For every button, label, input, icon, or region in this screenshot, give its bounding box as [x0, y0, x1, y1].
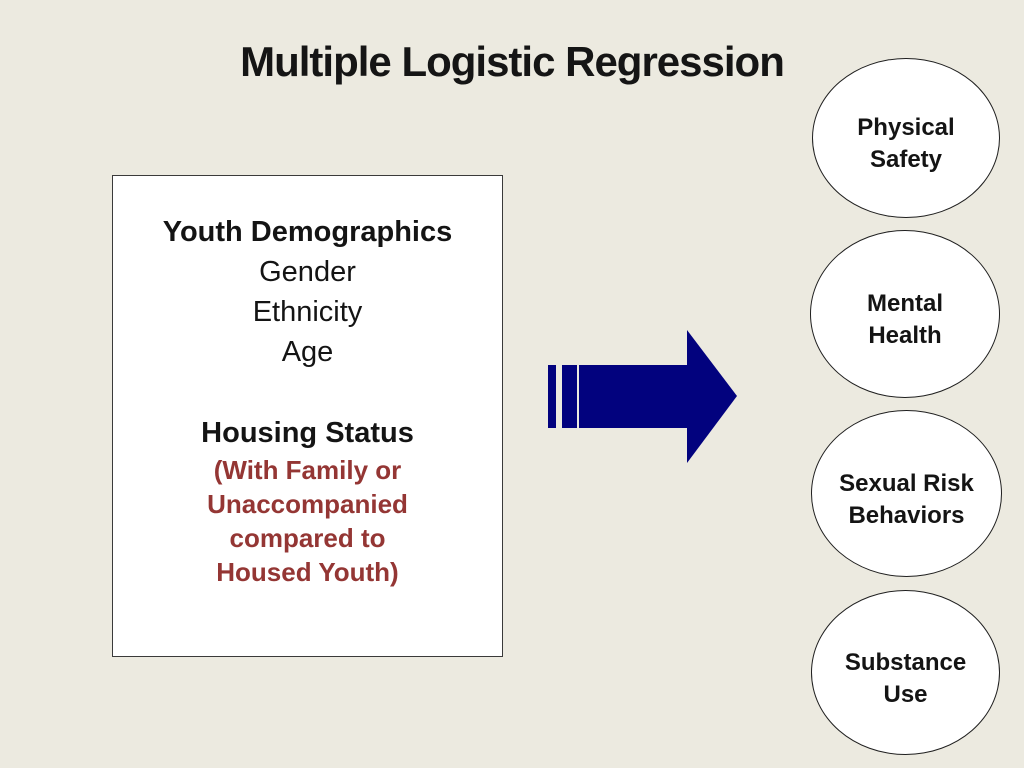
housing-note-line: (With Family or — [213, 455, 402, 485]
housing-note-line: compared to — [229, 523, 386, 553]
outcome-label-line: Physical — [857, 114, 955, 141]
demographic-item-age: Age — [281, 336, 334, 368]
demographics-heading: Youth Demographics — [162, 216, 453, 248]
outcome-label-line: Mental — [866, 290, 943, 317]
demographic-item-gender: Gender — [259, 256, 356, 288]
outcome-circle-mental-health: Mental Health — [810, 230, 1000, 398]
striped-right-arrow-icon — [548, 330, 737, 463]
slide-title: Multiple Logistic Regression — [240, 38, 785, 85]
outcome-circle-physical-safety: Physical Safety — [812, 58, 1000, 218]
housing-status-heading: Housing Status — [201, 417, 414, 449]
outcome-label-line: Use — [883, 680, 928, 708]
demographic-item-ethnicity: Ethnicity — [252, 296, 363, 328]
outcome-label-line: Substance — [844, 648, 967, 676]
outcome-circle-substance-use: Substance Use — [811, 590, 1000, 755]
outcome-label-line: Behaviors — [848, 501, 965, 529]
housing-note-line: Housed Youth) — [216, 557, 399, 587]
predictor-box: Youth Demographics Gender Ethnicity Age … — [112, 175, 503, 657]
outcome-label-line: Safety — [869, 146, 943, 173]
outcome-label-line: Sexual Risk — [839, 469, 974, 497]
predictor-box-content: Youth Demographics Gender Ethnicity Age … — [113, 176, 502, 589]
outcome-circle-sexual-risk-behaviors: Sexual Risk Behaviors — [811, 410, 1002, 577]
housing-note-line: Unaccompanied — [207, 489, 408, 519]
outcome-label-line: Health — [868, 322, 942, 349]
